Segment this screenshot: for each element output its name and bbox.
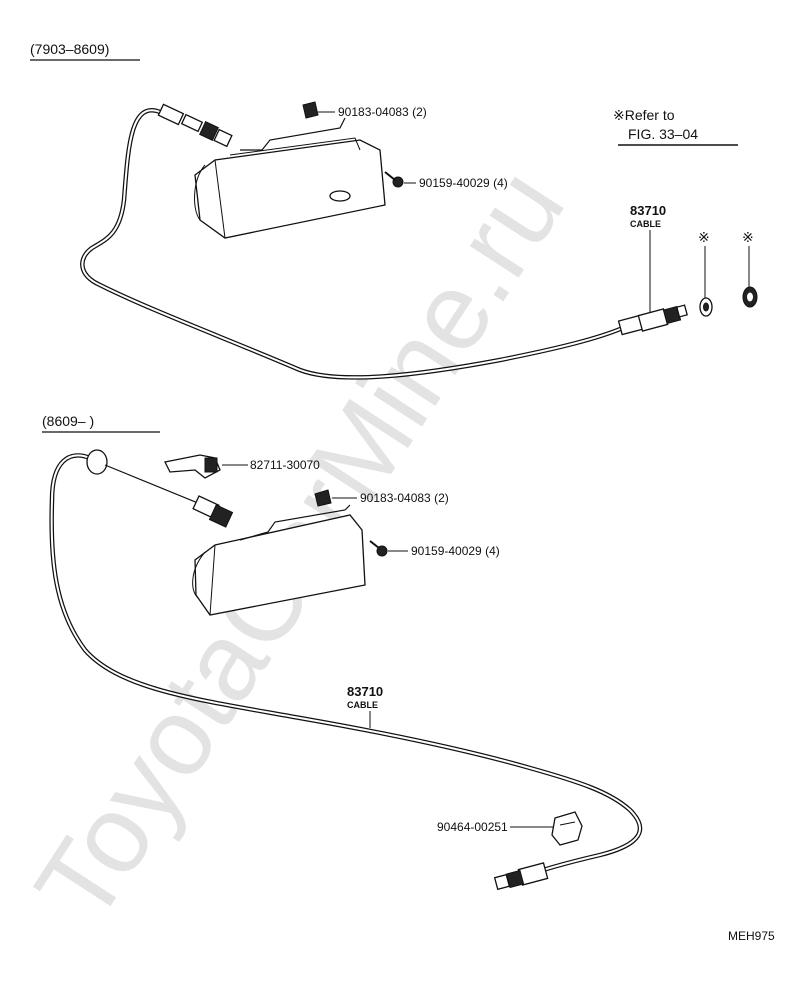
upper-speedometer-housing <box>194 117 386 239</box>
upper-section: (7903–8609) 90183-04083 (2) <box>30 41 758 380</box>
mark-symbol-1: ※ <box>698 229 710 245</box>
lower-speedometer-housing <box>192 504 366 616</box>
upper-cable-transmission-end <box>617 304 688 336</box>
lower-part-90464: 90464-00251 <box>437 820 508 834</box>
upper-cable-meter-end <box>157 103 233 148</box>
upper-cable-label: CABLE <box>630 219 661 229</box>
lower-section: (8609– ) 82711-30070 9018 <box>42 413 775 943</box>
upper-screw-icon <box>384 171 404 188</box>
lower-cable-number: 83710 <box>347 684 383 699</box>
upper-section-title: (7903–8609) <box>30 41 109 57</box>
refer-fig: FIG. 33–04 <box>628 126 698 142</box>
lower-section-title: (8609– ) <box>42 413 94 429</box>
lower-part-90183: 90183-04083 (2) <box>360 491 449 505</box>
bracket-icon <box>164 454 221 479</box>
upper-clip-icon <box>302 101 319 119</box>
lower-cable-meter-end <box>86 449 234 528</box>
upper-part-90159: 90159-40029 (4) <box>419 176 508 190</box>
refer-note: ※Refer to <box>613 107 675 123</box>
clamp-icon <box>551 811 583 846</box>
lower-screw-icon <box>369 540 388 557</box>
upper-cable-number: 83710 <box>630 203 666 218</box>
upper-part-90183: 90183-04083 (2) <box>338 105 427 119</box>
lower-cable-transmission-end <box>493 862 549 891</box>
lower-part-90159: 90159-40029 (4) <box>411 544 500 558</box>
lower-clip-icon <box>314 489 332 507</box>
mark-symbol-2: ※ <box>742 229 754 245</box>
lower-part-82711: 82711-30070 <box>250 458 320 472</box>
lower-cable-label: CABLE <box>347 700 378 710</box>
footer-code: MEH975 <box>728 929 775 943</box>
